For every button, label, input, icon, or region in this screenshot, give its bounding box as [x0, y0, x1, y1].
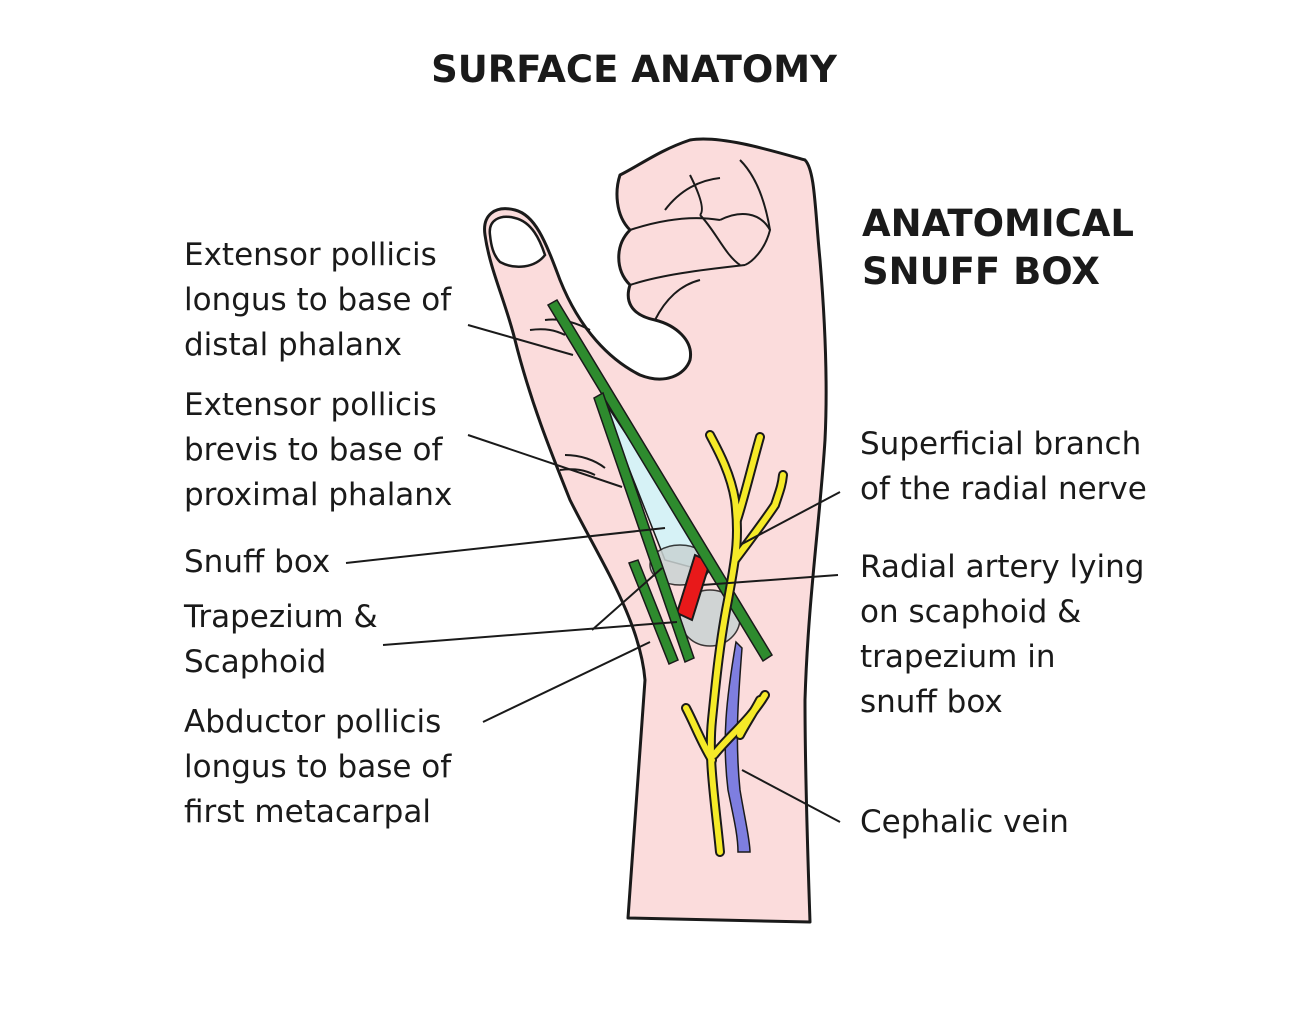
- label-cephalic-vein: Cephalic vein: [860, 800, 1069, 845]
- label-line: trapezium in: [860, 639, 1056, 675]
- label-line: of the radial nerve: [860, 471, 1147, 507]
- label-line: Extensor pollicis: [184, 237, 437, 273]
- leader-snuff-box: [345, 527, 666, 564]
- leader-lines: [345, 324, 841, 823]
- leader-radial-nerve: [739, 491, 841, 546]
- label-line: Scaphoid: [184, 644, 327, 680]
- radial-nerve: [681, 430, 788, 857]
- leader-scaphoid: [591, 567, 663, 631]
- tendons: [546, 298, 774, 666]
- leader-radial-artery: [701, 574, 839, 586]
- subtitle-line-2: SNUFF BOX: [862, 250, 1100, 293]
- epl-tendon: [546, 298, 774, 663]
- leader-apl: [482, 641, 651, 723]
- diagram-subtitle: ANATOMICAL SNUFF BOX: [862, 200, 1134, 296]
- leader-trapezium: [382, 621, 678, 646]
- label-line: on scaphoid &: [860, 594, 1082, 630]
- label-trapezium-scaphoid: Trapezium & Scaphoid: [184, 595, 378, 685]
- label-line: Trapezium &: [184, 599, 378, 635]
- thumbnail-shape: [488, 215, 547, 268]
- label-extensor-pollicis-brevis: Extensor pollicis brevis to base of prox…: [184, 383, 452, 518]
- label-line: snuff box: [860, 684, 1003, 720]
- leader-epl: [467, 324, 574, 356]
- label-extensor-pollicis-longus: Extensor pollicis longus to base of dist…: [184, 233, 451, 368]
- label-line: Abductor pollicis: [184, 704, 442, 740]
- page-title: SURFACE ANATOMY: [431, 48, 837, 91]
- label-snuff-box: Snuff box: [184, 540, 330, 585]
- label-line: first metacarpal: [184, 794, 431, 830]
- label-line: Superficial branch: [860, 426, 1142, 462]
- label-line: Cephalic vein: [860, 804, 1069, 840]
- label-line: Snuff box: [184, 544, 331, 580]
- label-superficial-radial-nerve: Superficial branch of the radial nerve: [860, 422, 1147, 512]
- label-line: longus to base of: [184, 282, 452, 318]
- leader-cephalic-vein: [741, 769, 841, 823]
- label-line: distal phalanx: [184, 327, 402, 363]
- subtitle-line-1: ANATOMICAL: [862, 202, 1135, 245]
- label-radial-artery: Radial artery lying on scaphoid & trapez…: [860, 545, 1144, 725]
- leader-epb: [467, 434, 623, 488]
- label-line: brevis to base of: [184, 432, 443, 468]
- label-line: Radial artery lying: [860, 549, 1145, 585]
- label-line: proximal phalanx: [184, 477, 453, 513]
- label-line: longus to base of: [184, 749, 452, 785]
- label-line: Extensor pollicis: [184, 387, 437, 423]
- label-abductor-pollicis-longus: Abductor pollicis longus to base of firs…: [184, 700, 451, 835]
